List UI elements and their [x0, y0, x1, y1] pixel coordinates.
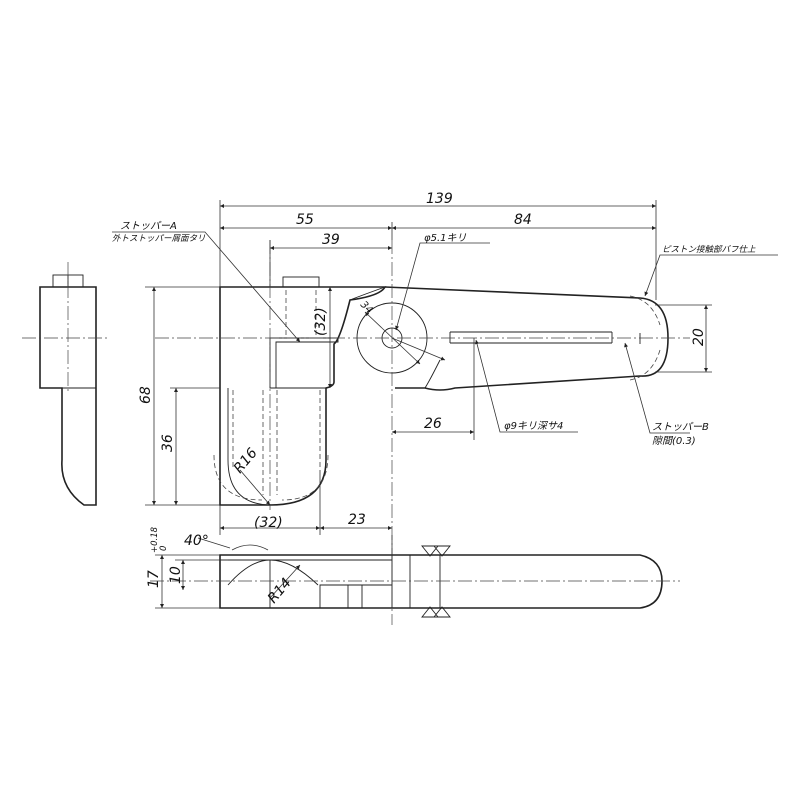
- dim-10-label: 10: [168, 566, 184, 584]
- front-view-pocket: [347, 585, 363, 608]
- dim-84-label: 84: [514, 212, 532, 228]
- stopper-a-sub: 外トストッパー屑面タリ: [112, 233, 206, 244]
- dim-68-label: 68: [138, 386, 154, 404]
- note-leaders: [112, 231, 778, 434]
- dim-26-label: 26: [424, 416, 442, 432]
- hidden-arc-left: [213, 454, 263, 501]
- arm-outline: [384, 286, 669, 391]
- leader-hole-51: [395, 242, 490, 331]
- arm-lower-fillet: [424, 359, 441, 389]
- piston-arc-bottom: [629, 349, 661, 381]
- dimensions: [145, 200, 712, 609]
- dim-32-top-label: (32): [313, 307, 329, 336]
- leader-stopper-b: [624, 342, 690, 434]
- dim-32-bottom-label: (32): [254, 515, 283, 531]
- leader-stopper-a: [112, 231, 301, 343]
- dim-40deg-label: 40°: [184, 533, 209, 549]
- dim-17-label: 17: [146, 570, 162, 588]
- notes: ストッパーA 外トストッパー屑面タリ φ5.1キリ φ9キリ深サ4 ストッパーB…: [112, 220, 756, 447]
- stopper-a-title: ストッパーA: [120, 220, 177, 232]
- side-view: [22, 262, 110, 506]
- dim-55-label: 55: [296, 212, 314, 228]
- stopper-b-title: ストッパーB: [652, 421, 709, 433]
- surface-finish-top-icon: [421, 545, 451, 557]
- stopper-a-bolt-hidden: [285, 290, 317, 338]
- leader-r14: [269, 564, 301, 599]
- top-view: [155, 240, 690, 625]
- tolerance-zero-label: 0: [159, 546, 169, 551]
- surface-finish-bottom-icon: [421, 606, 451, 618]
- front-view-step: [319, 584, 392, 608]
- hole-51-note: φ5.1キリ: [424, 233, 467, 244]
- stopper-a-bolt-head: [282, 276, 320, 288]
- dim-23-label: 23: [348, 512, 366, 528]
- hidden-arc-right: [281, 454, 329, 501]
- dim-r16-label: R16: [231, 445, 261, 476]
- leader-r16: [239, 469, 271, 506]
- slot-inner-left: [227, 388, 273, 506]
- dimension-labels: 139 55 84 39 (32) 68 36 20 26 (32) 23 17…: [138, 191, 707, 607]
- stopper-a-plate: [269, 337, 339, 389]
- stopper-b-sub: 隙間(0.3): [652, 435, 696, 447]
- dim-36-label: 36: [160, 434, 176, 452]
- tolerance-plus-label: +0.18: [150, 526, 160, 553]
- dim-39-label: 39: [322, 232, 340, 248]
- side-view-outline: [39, 286, 97, 506]
- dim-139-label: 139: [426, 191, 453, 207]
- leader-hole-9: [475, 339, 578, 433]
- dim-r14-label: R14: [265, 575, 295, 606]
- dim-20-label: 20: [691, 328, 707, 346]
- hole-9-note: φ9キリ深サ4: [504, 420, 563, 432]
- front-view: [150, 545, 680, 618]
- body-outline-left: [219, 286, 387, 506]
- leader-piston: [644, 254, 778, 297]
- arm-transition: [349, 286, 386, 301]
- arm-slot: [449, 331, 613, 344]
- dim-34-label: 34: [358, 299, 375, 316]
- dim-arc-40: [231, 544, 269, 551]
- piston-note: ピストン接触部バフ仕上: [662, 244, 756, 255]
- piston-arc-top: [629, 295, 661, 326]
